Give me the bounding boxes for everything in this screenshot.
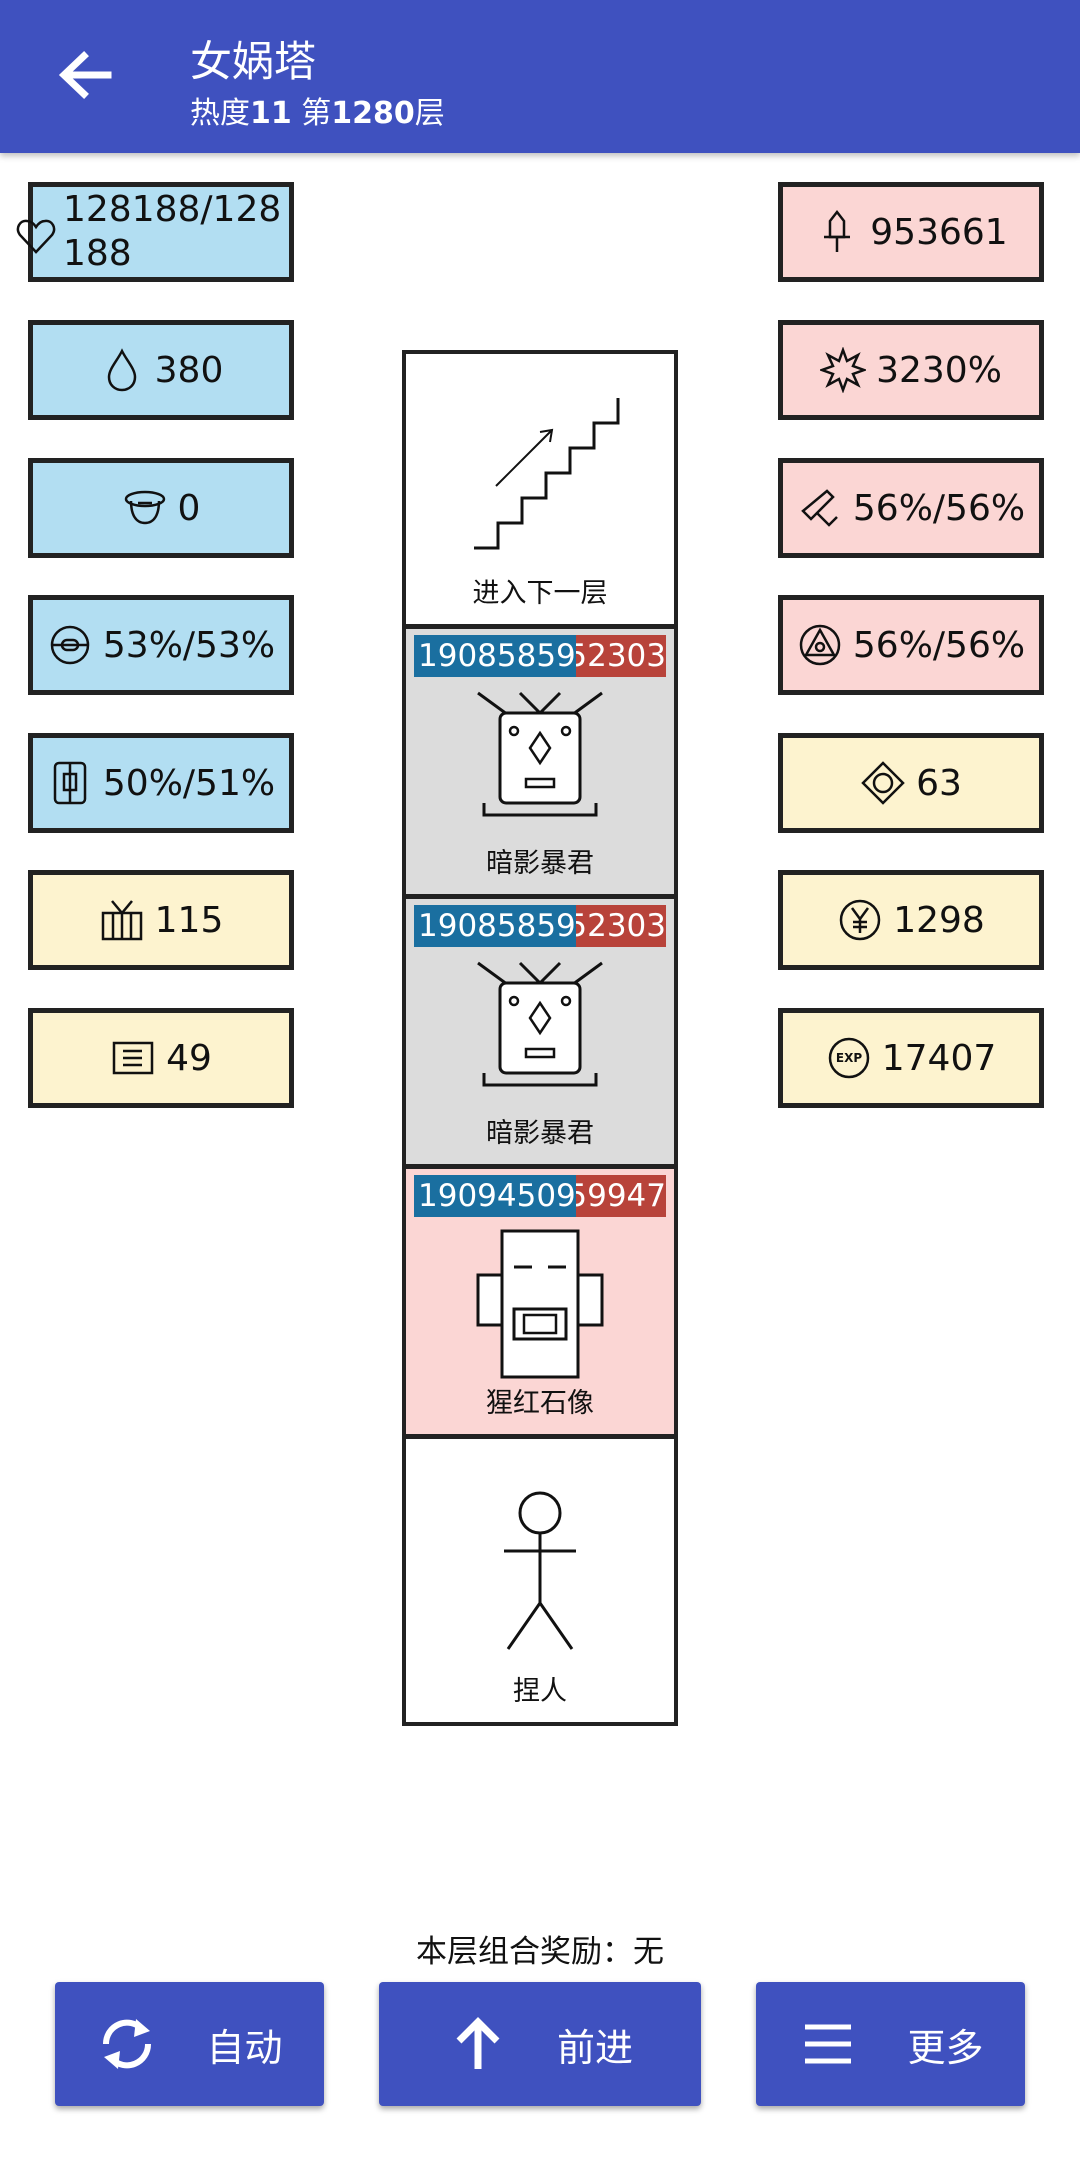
attack-value: 953661 xyxy=(870,211,1008,253)
slash-stat: 56%/56% xyxy=(778,458,1044,558)
drop-icon xyxy=(99,347,145,393)
player-label: 捏人 xyxy=(513,1676,567,1707)
stairs-label: 进入下一层 xyxy=(472,578,608,609)
enemy-name: 暗影暴君 xyxy=(486,848,594,879)
card-icon xyxy=(110,1035,156,1081)
slash-value: 56%/56% xyxy=(852,487,1026,529)
enemy-cell[interactable]: 19085859 52303 暗影暴君 xyxy=(406,894,674,1164)
gold-value: 1298 xyxy=(893,899,985,941)
stairs-icon xyxy=(474,398,620,550)
shield-ring-value: 53%/53% xyxy=(102,624,276,666)
refresh-icon xyxy=(103,2019,152,2069)
shield-ring-icon xyxy=(47,622,93,668)
mp-stat: 380 xyxy=(28,320,294,420)
enemy-hp-bar: 19094509 59947 xyxy=(414,1175,666,1217)
stick-figure-player-icon xyxy=(504,1491,576,1650)
combo-reward-text: 本层组合奖励：无 xyxy=(416,1934,664,1970)
helmet-icon xyxy=(122,485,168,531)
crit-damage-value: 3230% xyxy=(876,349,1002,391)
pierce-stat: 56%/56% xyxy=(778,595,1044,695)
menu-icon xyxy=(805,2024,852,2064)
enemy-hp-bar: 19085859 52303 xyxy=(414,635,666,677)
back-arrow-icon[interactable] xyxy=(50,40,120,110)
triangle-circle-icon xyxy=(797,622,843,668)
page-title: 女娲塔 xyxy=(190,37,317,86)
armor-value: 50%/51% xyxy=(102,762,276,804)
armor-stat: 50%/51% xyxy=(28,733,294,833)
gold-stat: 1298 xyxy=(778,870,1044,970)
slash-icon xyxy=(797,485,843,531)
crit-damage-stat: 3230% xyxy=(778,320,1044,420)
defense-stat: 0 xyxy=(28,458,294,558)
shield-ring-stat: 53%/53% xyxy=(28,595,294,695)
arrow-up-icon xyxy=(456,2017,500,2069)
auto-button[interactable]: 自动 xyxy=(55,1982,324,2106)
card-stat: 49 xyxy=(28,1008,294,1108)
more-button[interactable]: 更多 xyxy=(756,1982,1025,2106)
more-button-label: 更多 xyxy=(907,2025,984,2070)
diamond-stat: 63 xyxy=(778,733,1044,833)
svg-text:EXP: EXP xyxy=(836,1051,862,1065)
crimson-statue-sprite-icon xyxy=(476,1229,604,1379)
burst-icon xyxy=(818,346,868,394)
diamond-value: 63 xyxy=(916,762,962,804)
box-value: 115 xyxy=(154,899,224,941)
armor-icon xyxy=(47,760,93,806)
pierce-value: 56%/56% xyxy=(852,624,1026,666)
player-cell[interactable]: 捏人 xyxy=(406,1434,674,1722)
shadow-tyrant-sprite-icon xyxy=(477,691,603,817)
box-icon xyxy=(99,897,145,943)
diamond-icon xyxy=(860,760,906,806)
tower-column: 进入下一层 19085859 52303 暗影暴君 19085859 52303 xyxy=(402,350,678,1726)
enemy-name: 暗影暴君 xyxy=(486,1118,594,1149)
forward-button[interactable]: 前进 xyxy=(379,1982,701,2106)
heat-floor-subtitle: 热度11 第1280层 xyxy=(190,96,445,131)
enemy-cell[interactable]: 19085859 52303 暗影暴君 xyxy=(406,624,674,894)
next-floor-stairs[interactable]: 进入下一层 xyxy=(406,354,674,624)
heart-icon xyxy=(16,219,56,254)
card-value: 49 xyxy=(166,1037,212,1079)
yen-coin-icon xyxy=(837,897,883,943)
defense-value: 0 xyxy=(177,487,201,529)
mp-value: 380 xyxy=(154,349,224,391)
forward-button-label: 前进 xyxy=(556,2025,633,2070)
enemy-hp-bar: 19085859 52303 xyxy=(414,905,666,947)
exp-value: 17407 xyxy=(881,1037,997,1079)
enemy-cell[interactable]: 19094509 59947 猩红石像 xyxy=(406,1164,674,1434)
box-stat: 115 xyxy=(28,870,294,970)
sword-icon xyxy=(814,209,860,255)
attack-stat: 953661 xyxy=(778,182,1044,282)
shadow-tyrant-sprite-icon xyxy=(477,961,603,1087)
auto-button-label: 自动 xyxy=(206,2025,283,2070)
exp-stat: EXP 17407 xyxy=(778,1008,1044,1108)
exp-icon: EXP xyxy=(826,1035,872,1081)
app-bar: 女娲塔 热度11 第1280层 xyxy=(0,0,1080,153)
enemy-name: 猩红石像 xyxy=(486,1388,594,1419)
